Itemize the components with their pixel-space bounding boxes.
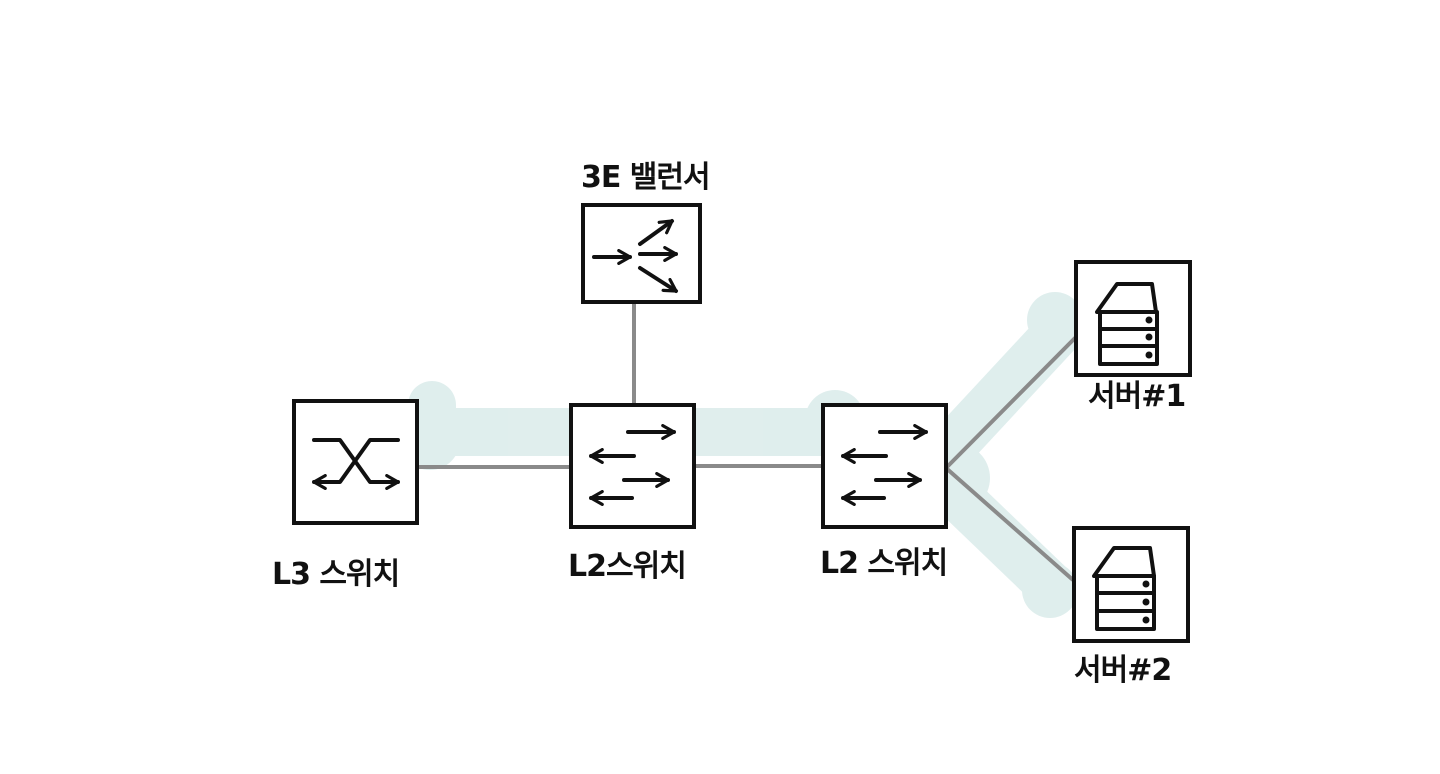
node-l2-switch-2[interactable]: L2 스위치	[820, 403, 948, 581]
node-server-2[interactable]: 서버#2	[1072, 526, 1190, 688]
node-label-l2-switch-2: L2 스위치	[820, 546, 947, 581]
server-2-box	[1072, 526, 1190, 643]
l2-switch-2-box	[821, 403, 948, 529]
load-balancer-icon	[592, 219, 678, 293]
l2-switch-1-box	[569, 403, 696, 529]
link-l2-2-to-server-2	[944, 466, 1075, 582]
node-label-l2-switch-1: L2스위치	[568, 549, 686, 584]
node-l4-load-balancer[interactable]: 3E 밸런서	[581, 160, 711, 304]
links	[418, 303, 1078, 582]
node-l2-switch-1[interactable]: L2스위치	[568, 403, 696, 584]
server-1-box	[1074, 260, 1192, 377]
l2-switch-icon	[841, 424, 928, 506]
node-label-server-1: 서버#1	[1088, 379, 1185, 414]
node-label-load-balancer: 3E 밸런서	[581, 160, 710, 195]
node-label-server-2: 서버#2	[1074, 653, 1171, 688]
server-icon	[1095, 282, 1159, 366]
highlight-blob-server-1	[1027, 292, 1083, 348]
l2-switch-icon	[589, 424, 676, 506]
node-server-1[interactable]: 서버#1	[1074, 260, 1192, 414]
node-label-l3-switch: L3 스위치	[272, 557, 399, 592]
highlighted-path	[400, 292, 1084, 618]
l3-switch-icon	[312, 438, 400, 490]
link-l2-2-to-server-1	[944, 335, 1078, 470]
server-icon	[1092, 546, 1156, 631]
highlight-blob-server-2	[1022, 562, 1078, 618]
node-l3-switch[interactable]: L3 스위치	[272, 399, 419, 592]
